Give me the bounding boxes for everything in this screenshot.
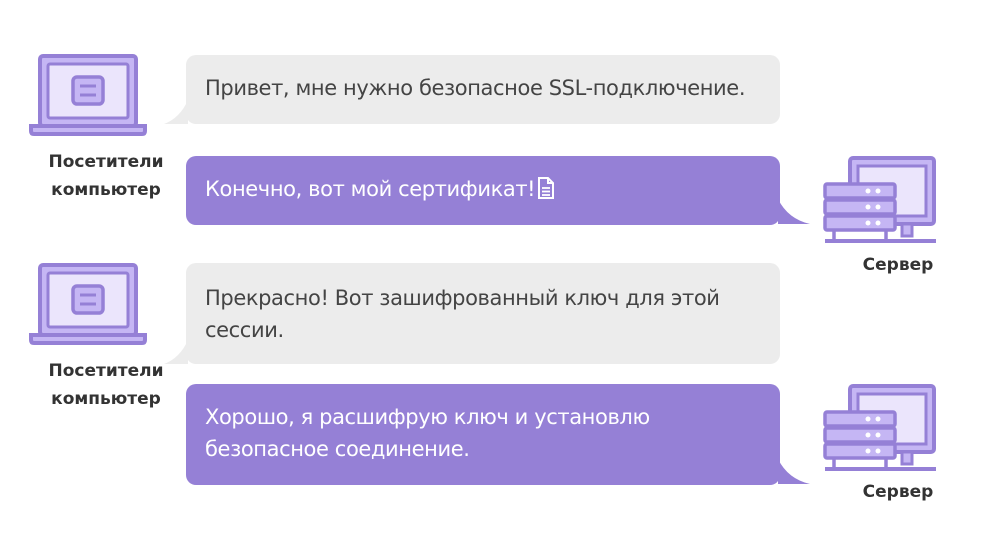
message-text: Конечно, вот мой сертификат! xyxy=(205,177,536,201)
server-icon xyxy=(823,384,936,471)
server-icon xyxy=(823,156,936,243)
visitor-label: Посетители компьютер xyxy=(48,361,164,409)
server-label: Сервер xyxy=(862,482,934,502)
message-text: Прекрасно! Вот зашифрованный ключ для эт… xyxy=(205,286,720,342)
bubble-tail xyxy=(164,340,188,364)
message-bubble-visitor: Привет, мне нужно безопасное SSL-подключ… xyxy=(186,55,780,124)
message-bubble-server: Конечно, вот мой сертификат! xyxy=(186,156,780,225)
message-text: Хорошо, я расшифрую ключ и установлю без… xyxy=(205,405,650,461)
visitor-label: Посетители компьютер xyxy=(48,152,164,200)
message-bubble-visitor: Прекрасно! Вот зашифрованный ключ для эт… xyxy=(186,263,780,364)
visitor-actor-1 xyxy=(28,52,148,143)
server-label: Сервер xyxy=(862,255,934,275)
message-bubble-server: Хорошо, я расшифрую ключ и установлю без… xyxy=(186,384,780,485)
bubble-tail xyxy=(778,199,810,224)
visitor-actor-2 xyxy=(28,261,148,352)
bubble-tail xyxy=(778,459,810,484)
server-actor-2 xyxy=(820,382,938,479)
laptop-icon xyxy=(29,54,147,136)
laptop-icon xyxy=(29,263,147,345)
server-actor-1 xyxy=(820,154,938,251)
bubble-tail xyxy=(164,100,188,124)
document-icon xyxy=(538,177,555,199)
message-text: Привет, мне нужно безопасное SSL-подключ… xyxy=(205,76,746,100)
